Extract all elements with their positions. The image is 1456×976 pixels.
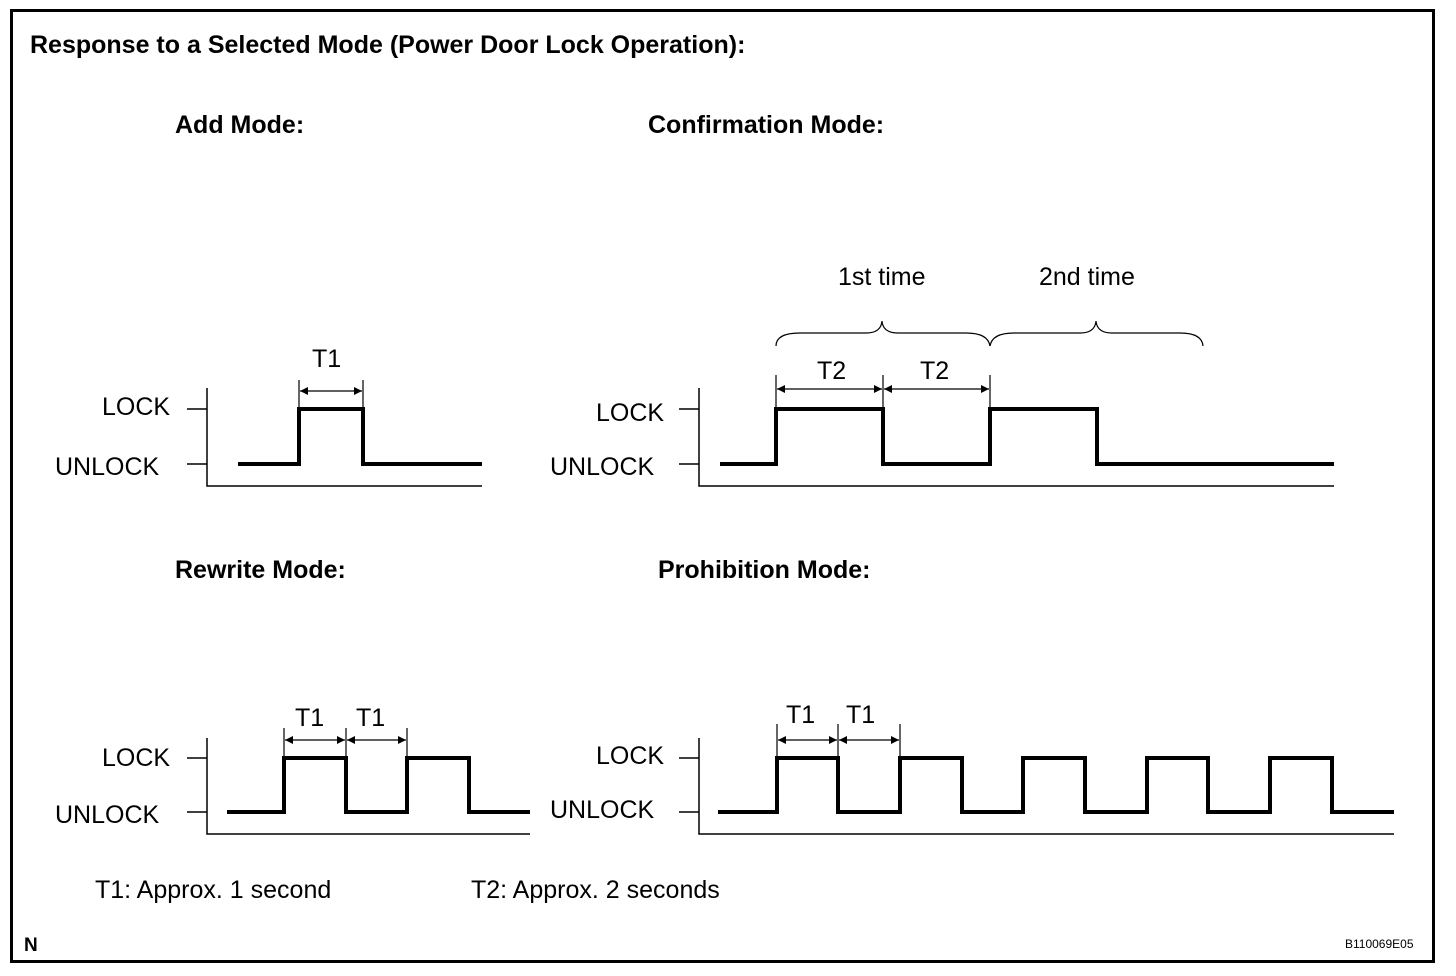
confirmation-mode-title: Confirmation Mode: <box>648 111 885 139</box>
confirmation-2nd-time-label: 2nd time <box>1039 263 1135 291</box>
add-lock-label: LOCK <box>102 393 171 421</box>
confirmation-axis <box>698 388 1334 487</box>
confirmation-mode-diagram <box>679 320 1334 487</box>
confirmation-1st-time-label: 1st time <box>838 263 926 291</box>
add-unlock-label: UNLOCK <box>55 453 160 481</box>
prohibition-mode-diagram <box>679 724 1394 835</box>
add-mode-title: Add Mode: <box>175 111 305 139</box>
figure-code: B110069E05 <box>1345 937 1414 951</box>
confirmation-lock-label: LOCK <box>596 399 665 427</box>
prohibition-axis <box>698 738 1394 835</box>
add-t1-label: T1 <box>312 345 342 373</box>
confirmation-1st-time-brace <box>775 320 991 347</box>
corner-letter: N <box>24 935 38 956</box>
prohibition-lock-label: LOCK <box>596 742 665 770</box>
rewrite-t1-label-1: T1 <box>295 704 325 732</box>
rewrite-lock-label: LOCK <box>102 744 171 772</box>
t2-note: T2: Approx. 2 seconds <box>471 876 720 904</box>
confirmation-unlock-label: UNLOCK <box>550 453 655 481</box>
rewrite-mode-diagram <box>187 728 530 835</box>
rewrite-axis <box>206 738 530 835</box>
prohibition-unlock-label: UNLOCK <box>550 796 655 824</box>
prohibition-waveform <box>718 756 1394 814</box>
rewrite-unlock-label: UNLOCK <box>55 801 160 829</box>
confirmation-t2-label-2: T2 <box>920 357 950 385</box>
figure-frame <box>10 9 1435 963</box>
confirmation-2nd-time-brace <box>989 320 1204 347</box>
confirmation-t2-label-1: T2 <box>817 357 847 385</box>
prohibition-t1-label-2: T1 <box>846 701 876 729</box>
rewrite-waveform <box>227 756 530 814</box>
add-waveform <box>238 407 482 466</box>
rewrite-t1-label-2: T1 <box>356 704 386 732</box>
figure-title: Response to a Selected Mode (Power Door … <box>30 31 746 59</box>
rewrite-mode-title: Rewrite Mode: <box>175 556 346 584</box>
confirmation-waveform <box>720 407 1334 466</box>
prohibition-mode-title: Prohibition Mode: <box>658 556 871 584</box>
add-axis <box>206 388 482 487</box>
add-mode-diagram <box>187 380 482 487</box>
t1-note: T1: Approx. 1 second <box>95 876 332 904</box>
prohibition-t1-label-1: T1 <box>786 701 816 729</box>
